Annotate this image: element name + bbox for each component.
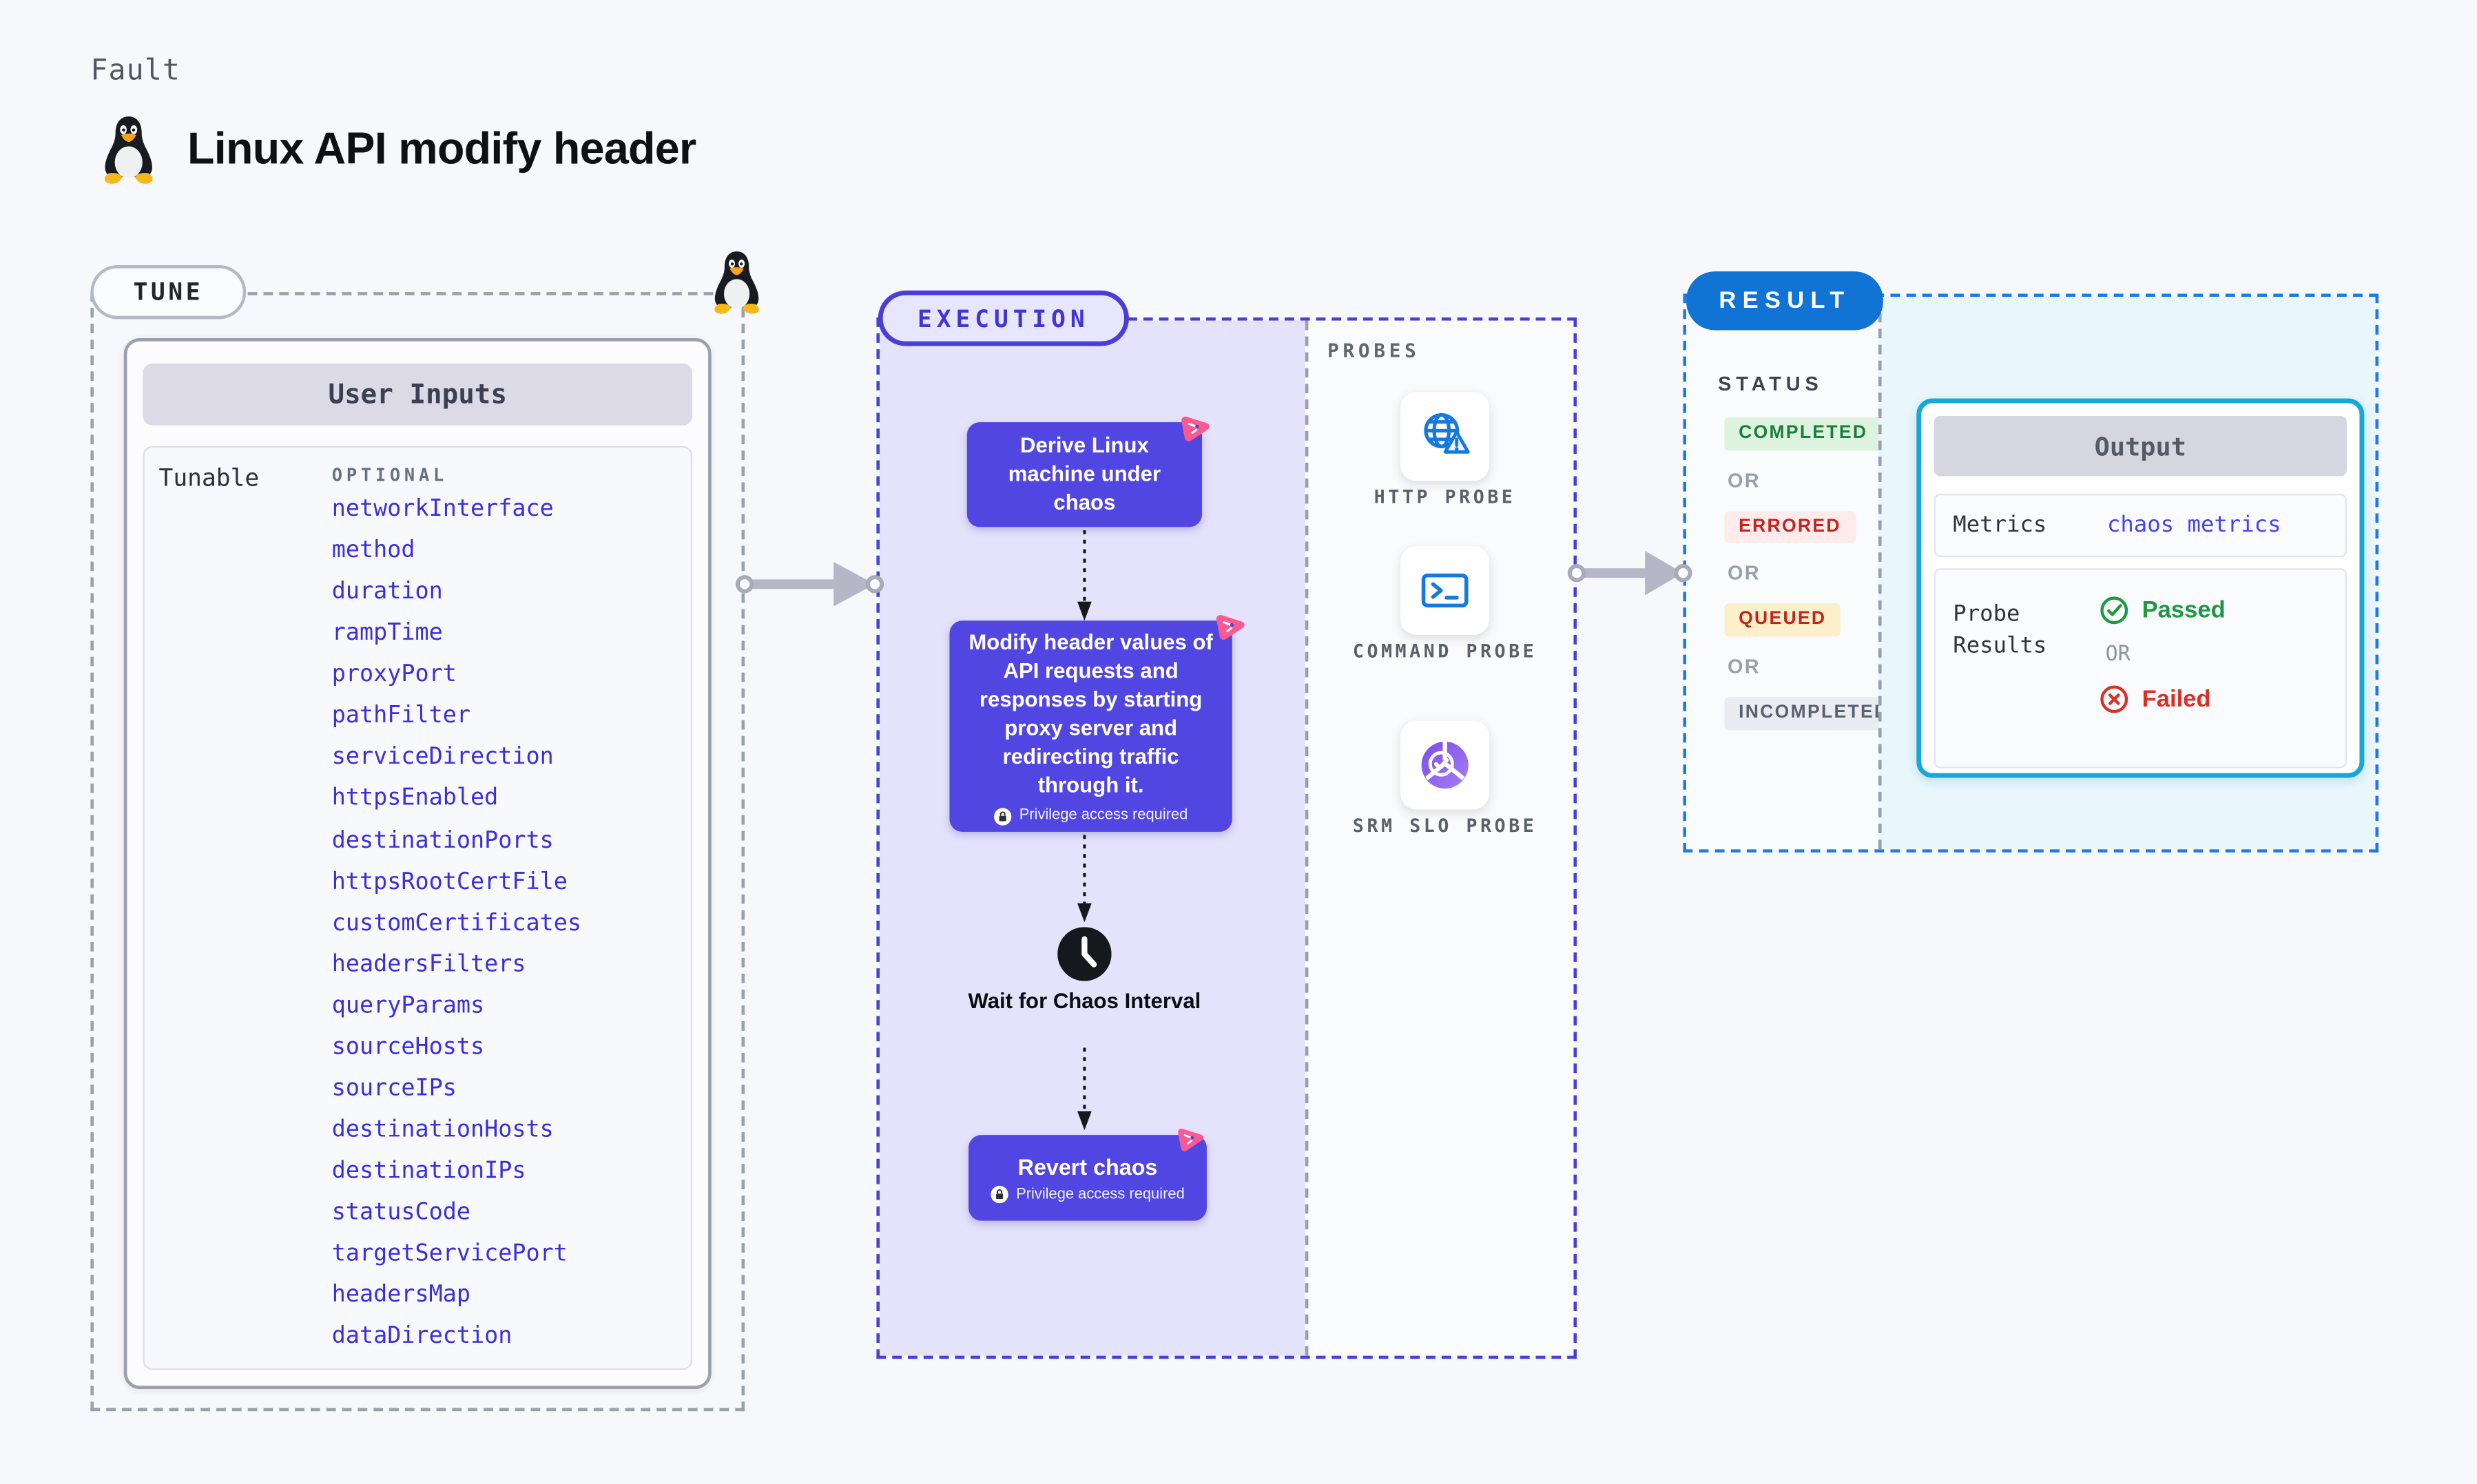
tune-badge: TUNE — [90, 264, 247, 320]
tunable-httpsRootCertFile[interactable]: httpsRootCertFile — [331, 869, 568, 895]
chaos-fault-icon — [1179, 412, 1212, 443]
output-card: Output Metrics chaos metrics Probe Resul… — [1916, 398, 2365, 778]
tunable-headersMap[interactable]: headersMap — [331, 1282, 471, 1308]
step-inject-chaos: Modify header values of API requests and… — [949, 620, 1232, 832]
execution-section: PROBES HTTP PROBE — [876, 317, 1577, 1359]
lock-icon — [991, 1184, 1008, 1203]
chaos-fault-icon — [1177, 1125, 1206, 1153]
step-derive-text: Derive Linux machine under chaos — [1008, 432, 1161, 515]
or-separator: OR — [1727, 562, 1761, 585]
flow-arrow-2 — [1077, 835, 1092, 923]
user-inputs-table: Tunable OPTIONAL networkInterface method… — [143, 446, 693, 1370]
page-title: Linux API modify header — [187, 123, 696, 174]
result-section: STATUS COMPLETED OR ERRORED OR QUEUED OR… — [1683, 293, 2379, 853]
probe-passed-item: Passed — [2099, 595, 2226, 625]
or-separator: OR — [1727, 655, 1761, 678]
check-circle-icon — [2100, 596, 2128, 625]
probe-results-row: Probe Results Passed OR — [1934, 568, 2347, 769]
tunable-pathFilter[interactable]: pathFilter — [331, 703, 471, 729]
x-circle-icon — [2100, 685, 2128, 713]
probe-results-values: Passed OR Failed — [2099, 595, 2226, 715]
probe-results-label: Probe Results — [1953, 601, 2047, 660]
tunable-duration[interactable]: duration — [331, 579, 443, 605]
or-separator: OR — [2105, 642, 2131, 667]
fault-kicker: Fault — [90, 54, 181, 87]
http-probe-label: HTTP PROBE — [1374, 485, 1516, 508]
tunable-sourceIPs[interactable]: sourceIPs — [331, 1076, 457, 1102]
probes-label: PROBES — [1327, 339, 1420, 362]
privilege-note-text: Privilege access required — [1019, 806, 1188, 824]
tunable-row-label: Tunable — [158, 463, 260, 492]
probes-to-result-arrow — [1567, 546, 1692, 600]
tune-to-execution-arrow — [735, 557, 884, 611]
privilege-note: Privilege access required — [993, 806, 1188, 826]
tunable-httpsEnabled[interactable]: httpsEnabled — [331, 786, 499, 812]
execution-badge: EXECUTION — [878, 290, 1129, 346]
terminal-icon — [1421, 573, 1469, 608]
tunable-destinationIPs[interactable]: destinationIPs — [331, 1158, 526, 1184]
step-derive-machine: Derive Linux machine under chaos — [966, 422, 1202, 527]
status-panel: STATUS COMPLETED OR ERRORED OR QUEUED OR… — [1686, 297, 1904, 850]
status-badge-errored: ERRORED — [1724, 510, 1856, 544]
tunable-rampTime[interactable]: rampTime — [331, 620, 443, 647]
output-title: Output — [1934, 415, 2347, 477]
slo-pie-check-icon — [1421, 742, 1469, 789]
probes-panel: PROBES HTTP PROBE — [1305, 320, 1574, 1356]
status-badge-incompleted: INCOMPLETED — [1724, 696, 1904, 730]
tunable-headersFilters[interactable]: headersFilters — [331, 952, 526, 978]
result-badge: RESULT — [1686, 271, 1883, 331]
srm-slo-probe-card[interactable] — [1400, 720, 1490, 810]
command-probe-label: COMMAND PROBE — [1352, 639, 1537, 662]
lock-icon — [993, 807, 1012, 826]
passed-label: Passed — [2142, 596, 2226, 624]
privilege-note: Privilege access required — [991, 1184, 1185, 1203]
failed-label: Failed — [2142, 685, 2211, 713]
or-separator: OR — [1727, 469, 1761, 492]
status-badge-completed: COMPLETED — [1724, 417, 1883, 450]
srm-slo-probe-label: SRM SLO PROBE — [1352, 814, 1537, 837]
tunable-networkInterface[interactable]: networkInterface — [331, 497, 554, 523]
tunable-queryParams[interactable]: queryParams — [331, 993, 485, 1019]
wait-chaos-interval-label: Wait for Chaos Interval — [968, 989, 1201, 1013]
user-inputs-card: User Inputs Tunable OPTIONAL networkInte… — [123, 337, 712, 1389]
command-probe-card[interactable] — [1400, 545, 1490, 636]
tunable-destinationHosts[interactable]: destinationHosts — [331, 1117, 554, 1143]
privilege-note-text: Privilege access required — [1016, 1184, 1185, 1203]
flow-arrow-3 — [1077, 1047, 1092, 1131]
flow-arrow-1 — [1077, 530, 1092, 621]
tunable-destinationPorts[interactable]: destinationPorts — [331, 828, 554, 854]
chaos-fault-icon — [1214, 610, 1247, 642]
user-inputs-title: User Inputs — [143, 363, 693, 426]
tunable-statusCode[interactable]: statusCode — [331, 1200, 471, 1226]
status-badge-queued: QUEUED — [1724, 603, 1841, 637]
http-probe-card[interactable] — [1400, 392, 1490, 481]
tunable-list: networkInterface method duration rampTim… — [332, 499, 581, 1350]
globe-warning-icon — [1424, 412, 1470, 454]
tunable-sourceHosts[interactable]: sourceHosts — [331, 1034, 485, 1060]
tunable-serviceDirection[interactable]: serviceDirection — [331, 744, 554, 771]
linux-tux-icon — [104, 116, 153, 184]
tunable-method[interactable]: method — [331, 538, 415, 564]
tunable-dataDirection[interactable]: dataDirection — [331, 1324, 512, 1350]
chaos-metrics-link[interactable]: chaos metrics — [2106, 512, 2281, 539]
tunable-customCertificates[interactable]: customCertificates — [331, 910, 582, 937]
clock-icon — [1057, 927, 1112, 981]
tunable-targetServicePort[interactable]: targetServicePort — [331, 1241, 568, 1267]
step-revert-chaos: Revert chaos Privilege access required — [968, 1135, 1207, 1221]
step-inject-text: Modify header values of API requests and… — [968, 630, 1213, 797]
status-list: COMPLETED OR ERRORED OR QUEUED OR INCOMP… — [1724, 417, 1904, 730]
tune-section — [90, 292, 745, 1412]
linux-tux-icon-small — [714, 251, 759, 314]
optional-column-label: OPTIONAL — [331, 465, 448, 486]
metrics-label: Metrics — [1953, 512, 2047, 539]
tunable-proxyPort[interactable]: proxyPort — [331, 662, 457, 688]
status-label: STATUS — [1718, 373, 1823, 395]
probe-failed-item: Failed — [2099, 684, 2225, 715]
metrics-row: Metrics chaos metrics — [1934, 493, 2347, 558]
step-revert-text: Revert chaos — [1017, 1153, 1158, 1179]
